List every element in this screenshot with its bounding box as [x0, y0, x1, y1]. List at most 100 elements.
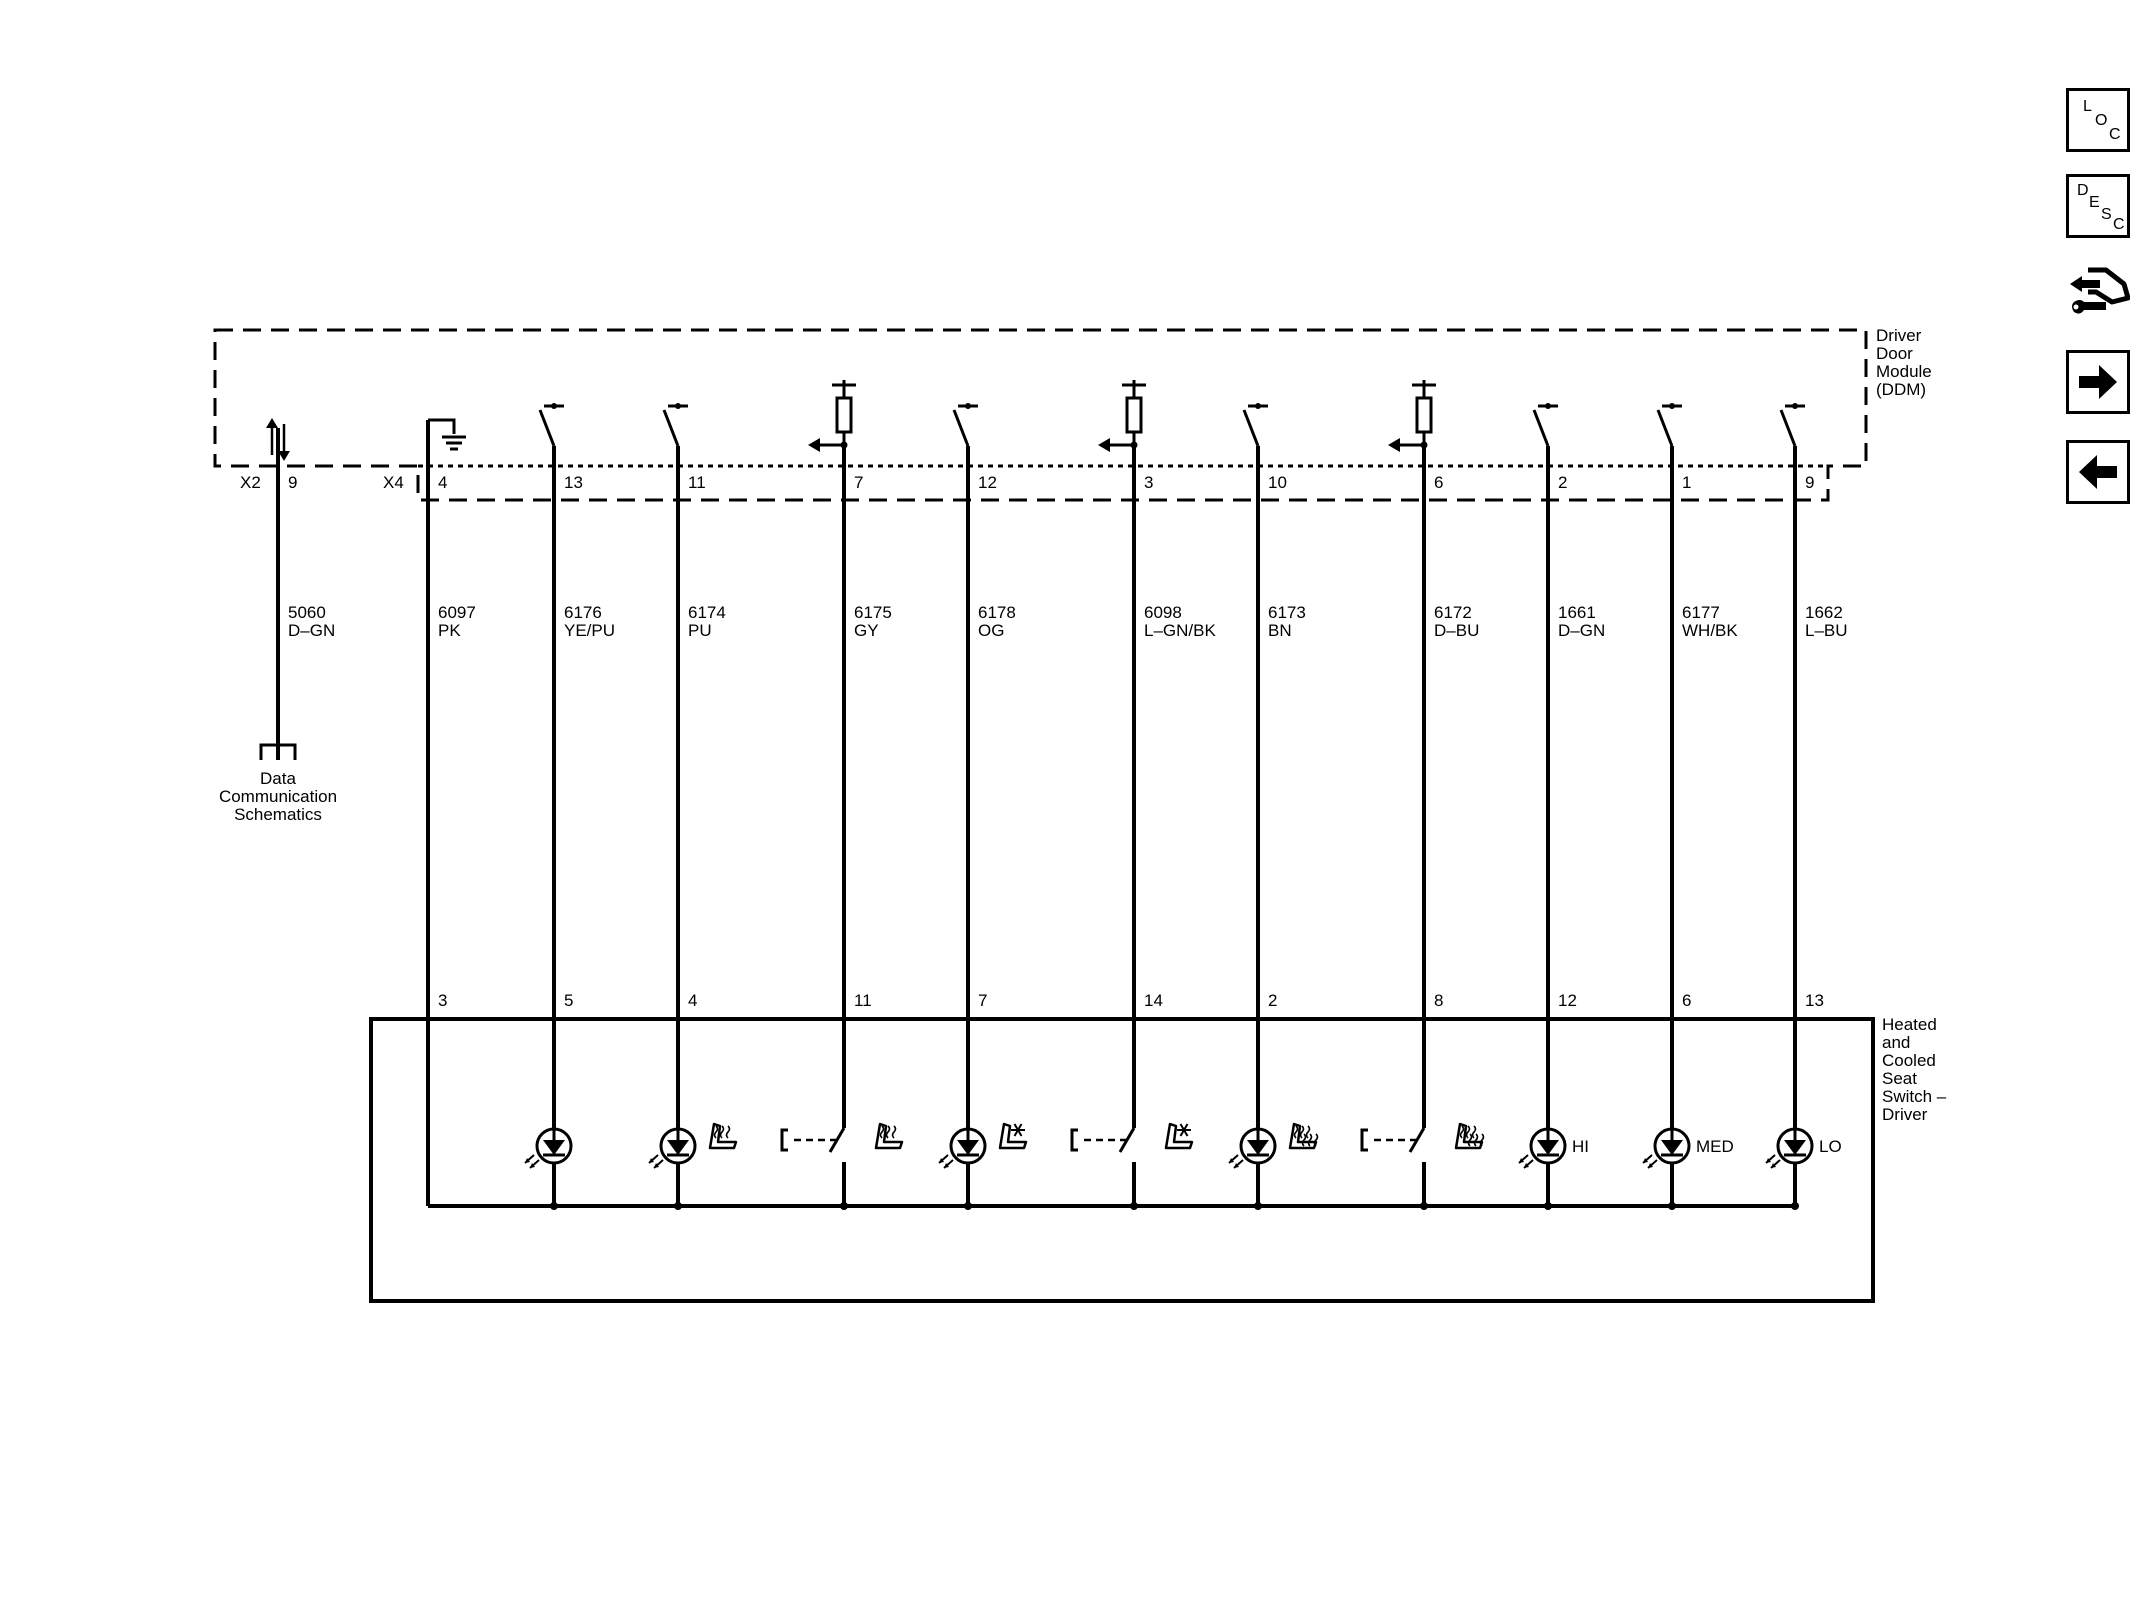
- switch-pin-label: 6: [1682, 991, 1691, 1010]
- led-indicator-icon: [1764, 1127, 1814, 1170]
- led-indicator-icon: [937, 1127, 987, 1170]
- switch-name-line: Switch –: [1882, 1087, 1947, 1106]
- switch-pin-label: 13: [1805, 991, 1824, 1010]
- circuit-number-label: 6173: [1268, 603, 1306, 622]
- circuit-number-label: 6174: [688, 603, 726, 622]
- junction-dot: [1130, 1202, 1138, 1210]
- desc-letter: C: [2113, 216, 2125, 233]
- ddm-switch-icon: [1779, 409, 1797, 447]
- led-level-label: HI: [1572, 1137, 1589, 1156]
- loc-letter: C: [2109, 126, 2121, 143]
- wire-color-label: PK: [438, 621, 461, 640]
- wire-color-label: D–BU: [1434, 621, 1479, 640]
- switch-pin-label: 5: [564, 991, 573, 1010]
- ddm-switch-icon: [1532, 409, 1550, 447]
- data-link-destination-line: Data: [260, 769, 296, 788]
- ddm-pin-label: 13: [564, 473, 583, 492]
- junction-dot: [550, 1202, 558, 1210]
- switch-module-name: Heated and Cooled Seat Switch – Driver: [1882, 1015, 1947, 1124]
- next-arrow-icon: [2079, 365, 2117, 399]
- next-page-button[interactable]: [2066, 350, 2130, 414]
- description-button[interactable]: D E S C: [2066, 174, 2130, 238]
- circuit-number-label: 6176: [564, 603, 602, 622]
- ddm-switch-icon: [538, 409, 556, 447]
- ddm-module-name: Driver Door Module (DDM): [1876, 326, 1932, 399]
- connector-x4-label: X4: [383, 473, 404, 492]
- seat-icon: [1164, 1122, 1194, 1150]
- junction-dot: [1668, 1202, 1676, 1210]
- ddm-module-outline: [213, 328, 1868, 502]
- heat-icon: [713, 1125, 731, 1139]
- circuit-number-label: 6172: [1434, 603, 1472, 622]
- led-indicator-icon: [1517, 1127, 1567, 1170]
- circuit-number-label: 1662: [1805, 603, 1843, 622]
- previous-page-button[interactable]: [2066, 440, 2130, 504]
- circuit-number-label: 6097: [438, 603, 476, 622]
- ddm-pin-label: 11: [688, 473, 706, 492]
- data-link-pin: 9: [288, 473, 297, 492]
- circuit-number-label: 6177: [1682, 603, 1720, 622]
- seat-icon: [998, 1122, 1028, 1150]
- reference-bracket-icon: [259, 743, 297, 760]
- circuit-number-label: 6098: [1144, 603, 1182, 622]
- heat-icon: [1301, 1133, 1319, 1147]
- ground-icon: [428, 418, 456, 434]
- led-level-label: MED: [1696, 1137, 1734, 1156]
- heat-icon: [1459, 1125, 1477, 1139]
- wire-color-label: GY: [854, 621, 879, 640]
- wire-color-label: YE/PU: [564, 621, 615, 640]
- circuit-wires: 46097PK3136176YE/PU5116174PU476175GY1112…: [426, 380, 1848, 1210]
- switch-module-outline: [369, 1017, 1875, 1303]
- snowflake-icon: [1010, 1123, 1026, 1137]
- junction-dot: [674, 1202, 682, 1210]
- ddm-pin-label: 10: [1268, 473, 1287, 492]
- switch-pin-label: 4: [688, 991, 697, 1010]
- data-link-destination-line: Communication: [219, 787, 337, 806]
- switch-name-line: Cooled: [1882, 1051, 1936, 1070]
- wire-color-label: D–GN: [1558, 621, 1605, 640]
- data-link-destination-line: Schematics: [234, 805, 322, 824]
- location-button[interactable]: L O C: [2066, 88, 2130, 152]
- wire-color-label: PU: [688, 621, 712, 640]
- loc-letter: L: [2083, 98, 2092, 115]
- switch-pin-label: 7: [978, 991, 987, 1010]
- led-level-label: LO: [1819, 1137, 1842, 1156]
- service-info-button[interactable]: [2066, 262, 2130, 326]
- junction-dot: [1791, 1202, 1799, 1210]
- switch-pin-label: 3: [438, 991, 447, 1010]
- ddm-name-line: Driver: [1876, 326, 1922, 345]
- switch-name-line: and: [1882, 1033, 1910, 1052]
- wire-color-label: OG: [978, 621, 1004, 640]
- data-link-color: D–GN: [288, 621, 335, 640]
- junction-dot: [1254, 1202, 1262, 1210]
- switch-pin-label: 2: [1268, 991, 1277, 1010]
- heat-icon: [1467, 1133, 1485, 1147]
- previous-arrow-icon: [2079, 455, 2117, 489]
- ddm-pin-label: 3: [1144, 473, 1153, 492]
- wire-color-label: L–GN/BK: [1144, 621, 1216, 640]
- ddm-switch-icon: [662, 409, 680, 447]
- led-indicator-icon: [523, 1127, 573, 1170]
- circuit-number-label: 1661: [1558, 603, 1596, 622]
- switch-pin-label: 11: [854, 991, 872, 1010]
- desc-letter: E: [2089, 194, 2100, 211]
- switch-pin-label: 8: [1434, 991, 1443, 1010]
- ddm-switch-icon: [952, 409, 970, 447]
- service-info-icon: [2070, 267, 2130, 314]
- wire-color-label: BN: [1268, 621, 1292, 640]
- heat-icon: [1293, 1125, 1311, 1139]
- ddm-name-line: Module: [1876, 362, 1932, 381]
- switch-pin-label: 14: [1144, 991, 1163, 1010]
- ddm-pin-label: 9: [1805, 473, 1814, 492]
- heat-icon: [879, 1125, 897, 1139]
- led-indicator-icon: [647, 1127, 697, 1170]
- junction-dot: [964, 1202, 972, 1210]
